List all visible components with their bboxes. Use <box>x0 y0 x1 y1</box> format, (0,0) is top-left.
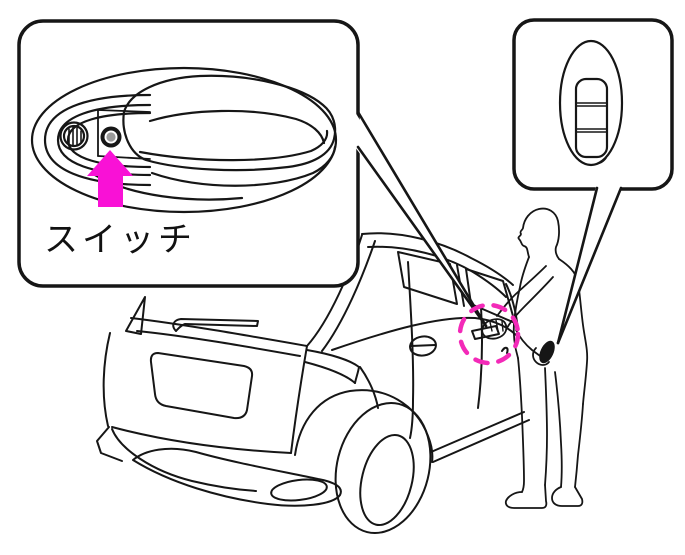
key-fob-icon <box>558 39 624 167</box>
switch-button-icon <box>100 126 122 148</box>
fob-callout-wedge <box>556 186 623 345</box>
handle-highlight-circle-icon <box>457 302 521 366</box>
door-handle-on-car-icon <box>471 325 509 354</box>
door-handle-inset <box>17 19 360 288</box>
car-rear-icon <box>96 232 530 534</box>
person-icon <box>481 207 589 509</box>
keyhole-icon <box>59 121 89 151</box>
door-handle-icon <box>30 66 338 214</box>
handle-callout-wedge <box>355 110 488 328</box>
switch-pointer-arrow-icon <box>87 150 133 207</box>
switch-label: スイッチ <box>44 221 196 259</box>
key-fob-inset <box>512 18 674 191</box>
key-fob-in-hand-icon <box>539 340 555 364</box>
